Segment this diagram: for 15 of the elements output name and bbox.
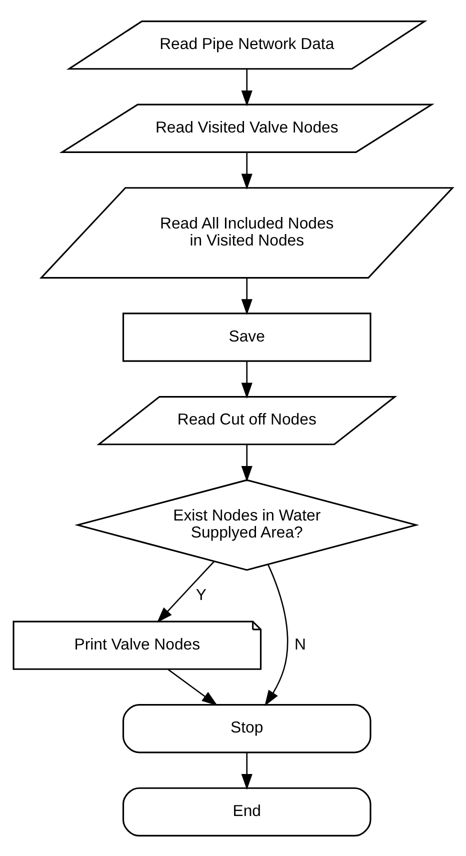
arrow bbox=[241, 68, 252, 106]
arrow bbox=[168, 668, 218, 706]
node-box: Save bbox=[122, 312, 372, 362]
edge-label: N bbox=[294, 636, 306, 653]
arrow bbox=[241, 361, 252, 398]
arrow bbox=[241, 277, 252, 314]
arrow bbox=[241, 152, 252, 190]
arrow bbox=[156, 560, 214, 622]
node-box: Stop bbox=[122, 704, 372, 753]
node-diamond: Exist Nodes in Water Supplyed Area? bbox=[74, 478, 420, 570]
arrow bbox=[241, 444, 252, 482]
node-box: End bbox=[122, 786, 372, 836]
arrow bbox=[241, 752, 252, 790]
edge-label: Y bbox=[196, 586, 206, 604]
arrow bbox=[264, 564, 288, 706]
